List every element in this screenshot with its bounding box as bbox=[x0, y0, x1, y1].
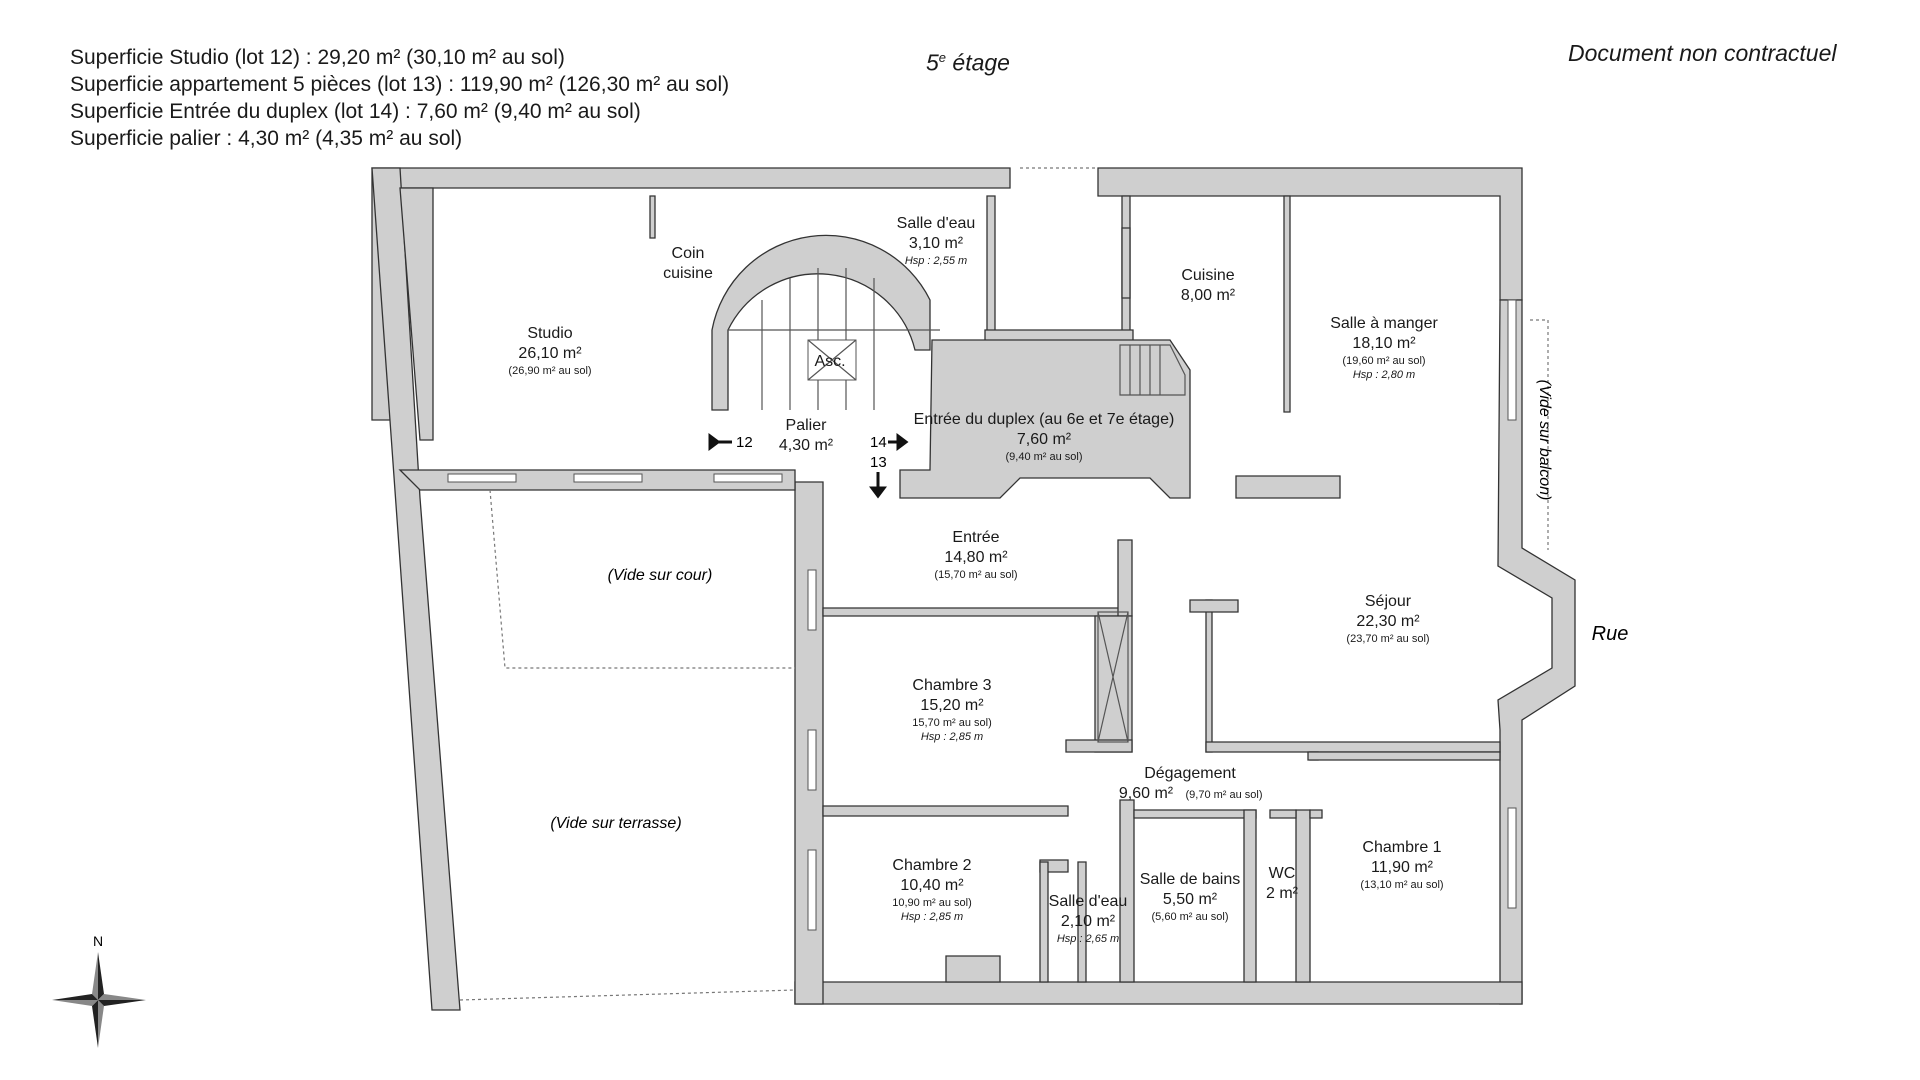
surface-line-landing: Superficie palier : 4,30 m² (4,35 m² au … bbox=[70, 127, 463, 150]
interior-walls bbox=[399, 187, 1501, 983]
room-name: Palier bbox=[786, 417, 828, 434]
room-area: 8,00 m² bbox=[1181, 287, 1236, 304]
room-floor-area: 15,70 m² au sol) bbox=[912, 717, 991, 729]
room-floor-area: (23,70 m² au sol) bbox=[1346, 633, 1429, 645]
room-name: Salle d'eau bbox=[1049, 893, 1128, 910]
room-floor-area: (19,60 m² au sol) bbox=[1342, 355, 1425, 367]
room-name: Salle de bains bbox=[1140, 871, 1241, 888]
room-area: 14,80 m² bbox=[944, 549, 1008, 566]
void-balcon-label: (Vide sur balcon) bbox=[1536, 380, 1553, 501]
room-name-line1: Coin bbox=[672, 245, 705, 262]
room-height: Hsp : 2,55 m bbox=[905, 255, 967, 267]
room-height: Hsp : 2,85 m bbox=[901, 911, 963, 923]
room-salle-de-bains: Salle de bains 5,50 m² (5,60 m² au sol) bbox=[1140, 871, 1241, 923]
disclaimer: Document non contractuel bbox=[1568, 40, 1837, 66]
lot-markers: 12 14 13 bbox=[708, 433, 909, 499]
room-height: Hsp : 2,65 m bbox=[1057, 933, 1119, 945]
room-area: 26,10 m² bbox=[518, 345, 582, 362]
compass-rose-icon: N bbox=[52, 933, 146, 1048]
surface-line-studio: Superficie Studio (lot 12) : 29,20 m² (3… bbox=[70, 46, 565, 69]
room-studio: Studio 26,10 m² (26,90 m² au sol) bbox=[508, 325, 591, 377]
arrow-right-icon bbox=[888, 433, 909, 451]
room-sejour: Séjour 22,30 m² (23,70 m² au sol) bbox=[1346, 593, 1429, 645]
room-chambre3: Chambre 3 15,20 m² 15,70 m² au sol) Hsp … bbox=[912, 677, 991, 743]
room-floor-area: (26,90 m² au sol) bbox=[508, 365, 591, 377]
surface-line-apartment: Superficie appartement 5 pièces (lot 13)… bbox=[70, 73, 730, 96]
room-name: Cuisine bbox=[1181, 267, 1234, 284]
staircase bbox=[711, 234, 940, 411]
room-floor-area: (15,70 m² au sol) bbox=[934, 569, 1017, 581]
room-floor-area: (9,40 m² au sol) bbox=[1005, 451, 1082, 463]
room-area: 11,90 m² bbox=[1371, 859, 1434, 876]
lot-14-label: 14 bbox=[870, 434, 887, 451]
room-salle-eau-top: Salle d'eau 3,10 m² Hsp : 2,55 m bbox=[897, 215, 976, 267]
room-area: 2 m² bbox=[1266, 885, 1299, 902]
room-name: Entrée du duplex (au 6e et 7e étage) bbox=[914, 411, 1175, 428]
room-name: Asc. bbox=[814, 353, 845, 370]
room-cuisine: Cuisine 8,00 m² bbox=[1181, 267, 1236, 304]
room-salle-eau-bottom: Salle d'eau 2,10 m² Hsp : 2,65 m bbox=[1049, 893, 1128, 945]
room-entree: Entrée 14,80 m² (15,70 m² au sol) bbox=[934, 529, 1017, 581]
room-area: 5,50 m² bbox=[1163, 891, 1218, 908]
room-name: Studio bbox=[527, 325, 572, 342]
room-elevator: Asc. bbox=[814, 353, 845, 370]
lot-12-label: 12 bbox=[736, 434, 753, 451]
room-chambre2: Chambre 2 10,40 m² 10,90 m² au sol) Hsp … bbox=[892, 857, 971, 923]
arrow-down-icon bbox=[869, 472, 887, 499]
void-terrasse-label: (Vide sur terrasse) bbox=[550, 815, 681, 832]
room-area: 18,10 m² bbox=[1352, 335, 1416, 352]
room-name-line2: cuisine bbox=[663, 265, 713, 282]
lot-13-label: 13 bbox=[870, 454, 887, 471]
room-area: 10,40 m² bbox=[900, 877, 964, 894]
room-name: Chambre 2 bbox=[892, 857, 971, 874]
room-entree-duplex: Entrée du duplex (au 6e et 7e étage) 7,6… bbox=[914, 411, 1175, 463]
room-coin-cuisine: Coin cuisine bbox=[663, 245, 713, 282]
surface-summary: Superficie Studio (lot 12) : 29,20 m² (3… bbox=[70, 44, 729, 152]
room-name: Chambre 3 bbox=[912, 677, 991, 694]
room-wc: WC 2 m² bbox=[1266, 865, 1299, 902]
room-floor-area: (9,70 m² au sol) bbox=[1185, 789, 1262, 801]
room-floor-area: 10,90 m² au sol) bbox=[892, 897, 971, 909]
void-cour-label: (Vide sur cour) bbox=[608, 567, 713, 584]
floor-word: étage bbox=[946, 49, 1010, 76]
street-label: Rue bbox=[1592, 623, 1629, 645]
room-floor-area: (13,10 m² au sol) bbox=[1360, 879, 1443, 891]
room-name: WC bbox=[1269, 865, 1296, 882]
room-height: Hsp : 2,80 m bbox=[1353, 369, 1415, 381]
void-outlines bbox=[459, 167, 1549, 1001]
room-area: 7,60 m² bbox=[1017, 431, 1072, 448]
compass-north-label: N bbox=[93, 933, 103, 949]
room-area: 15,20 m² bbox=[920, 697, 984, 714]
room-area: 22,30 m² bbox=[1356, 613, 1420, 630]
room-name: Dégagement bbox=[1144, 765, 1236, 782]
room-name: Chambre 1 bbox=[1362, 839, 1441, 856]
room-floor-area: (5,60 m² au sol) bbox=[1151, 911, 1228, 923]
arrow-left-icon bbox=[708, 433, 732, 451]
surface-line-duplex-entry: Superficie Entrée du duplex (lot 14) : 7… bbox=[70, 100, 641, 123]
room-area: 4,30 m² bbox=[779, 437, 834, 454]
room-area: 2,10 m² bbox=[1061, 913, 1116, 930]
small-staircase bbox=[1119, 344, 1186, 396]
room-height: Hsp : 2,85 m bbox=[921, 731, 983, 743]
room-name: Entrée bbox=[952, 529, 999, 546]
room-salle-a-manger: Salle à manger 18,10 m² (19,60 m² au sol… bbox=[1330, 315, 1438, 381]
room-name: Séjour bbox=[1365, 593, 1412, 610]
room-name: Salle à manger bbox=[1330, 315, 1438, 332]
floor-label: 5e étage bbox=[926, 44, 1010, 77]
room-chambre1: Chambre 1 11,90 m² (13,10 m² au sol) bbox=[1360, 839, 1443, 891]
room-area: 3,10 m² bbox=[909, 235, 964, 252]
windows bbox=[447, 299, 1517, 931]
floor-number: 5 bbox=[926, 49, 939, 76]
room-name: Salle d'eau bbox=[897, 215, 976, 232]
floor-sup: e bbox=[938, 50, 947, 65]
room-area: 9,60 m² bbox=[1119, 785, 1174, 802]
room-palier: Palier 4,30 m² bbox=[779, 417, 834, 454]
room-degagement: Dégagement 9,60 m² (9,70 m² au sol) bbox=[1119, 765, 1263, 802]
closet bbox=[1097, 611, 1129, 743]
